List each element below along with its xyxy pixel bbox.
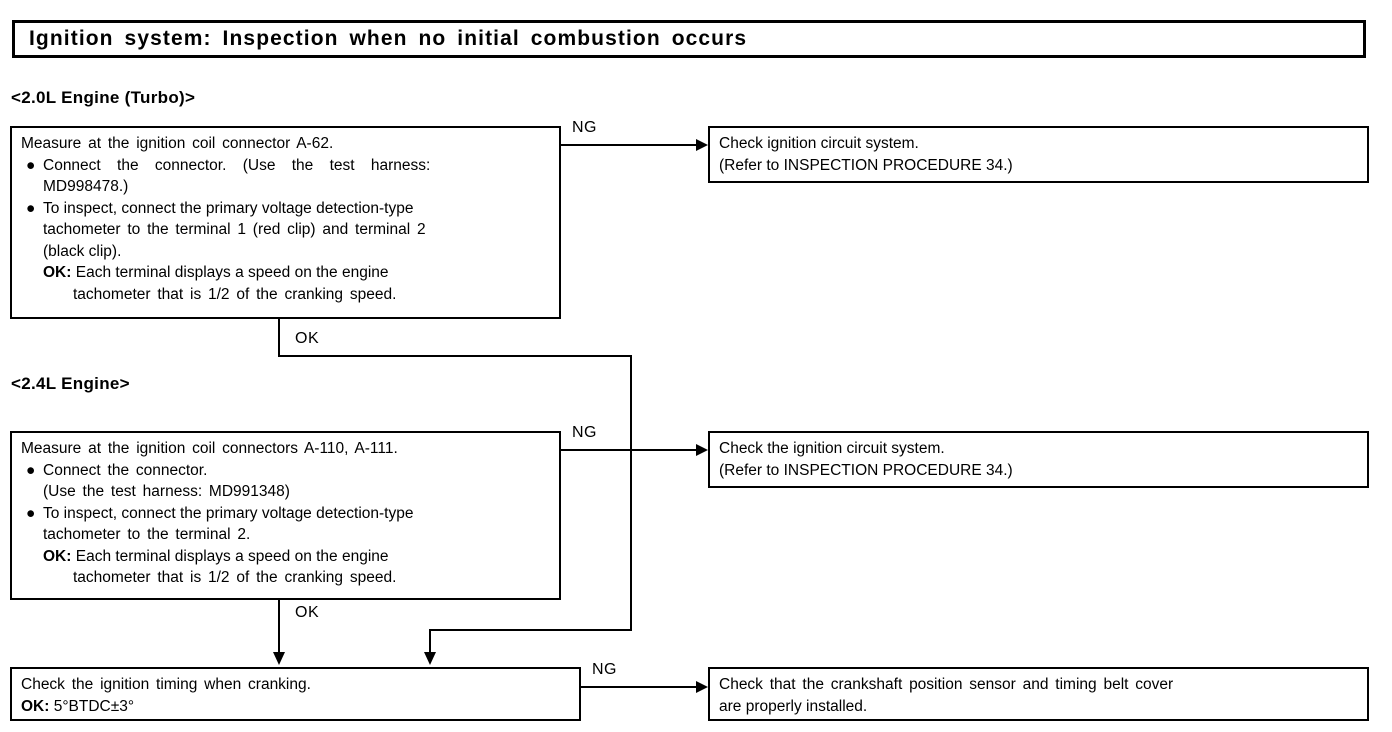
box-check-ignition-timing: Check the ignition timing when cranking.… [10,667,581,721]
connector-ok-2-4l-vert [278,600,280,653]
box-measure-2-0l: Measure at the ignition coil connector A… [10,126,561,319]
timing-ng-line2: are properly installed. [719,697,868,715]
measure-2-0l-b2-line2: tachometer to the terminal 1 (red clip) … [43,221,426,238]
bullet-icon: ● [26,461,36,479]
connector-ng-timing-arrow [696,681,708,693]
measure-2-0l-ok-row: OK: Each terminal displays a speed on th… [43,262,551,284]
section-heading-2-4l: <2.4L Engine> [11,374,130,393]
measure-2-0l-bullet-1: ● Connect the connector. (Use the test h… [21,155,551,198]
measure-2-4l-b1-line1: Connect the connector. [43,461,208,479]
ok-label: OK: [43,547,72,565]
measure-2-0l-line1: Measure at the ignition coil connector A… [21,135,334,152]
bullet-1-body: Connect the connector. (Use the test har… [43,155,551,198]
measure-2-0l-b2-line1: To inspect, connect the primary voltage … [43,199,414,217]
ng-2-0l-line1: Check ignition circuit system. [719,135,919,152]
timing-line1: Check the ignition timing when cranking. [21,676,311,693]
measure-2-4l-ok-line2: tachometer that is 1/2 of the cranking s… [73,569,397,586]
measure-2-4l-b2-line2: tachometer to the terminal 2. [43,526,251,543]
measure-2-4l-line1: Measure at the ignition coil connectors … [21,440,398,457]
edge-label-ng-timing: NG [592,661,617,678]
timing-ok-row: OK: 5°BTDC±3° [21,696,571,718]
connector-ng-2-0l-arrow [696,139,708,151]
measure-2-0l-b2-line3: (black clip). [43,242,122,260]
page-title-bar: Ignition system: Inspection when no init… [12,20,1366,58]
connector-ng-2-0l-line [561,144,696,146]
connector-ok-2-0l-horiz [278,355,632,357]
ng-2-0l-line2: (Refer to INSPECTION PROCEDURE 34.) [719,156,1013,174]
measure-2-0l-bullet-2: ● To inspect, connect the primary voltag… [21,198,551,306]
timing-ng-line1: Check that the crankshaft position senso… [719,676,1174,693]
page-title: Ignition system: Inspection when no init… [29,27,748,50]
connector-ok-2-0l-vert-2 [630,355,632,631]
measure-2-0l-b1-line1: Connect the connector. (Use the test har… [43,156,431,174]
ok-label: OK: [43,264,72,281]
bullet-icon: ● [26,504,36,522]
timing-ok-value: 5°BTDC±3° [53,697,135,715]
measure-2-0l-b1-line2: MD998478.) [43,178,129,195]
connector-ok-2-0l-horiz-2 [429,629,632,631]
bullet-2-body: To inspect, connect the primary voltage … [43,198,551,306]
connector-ok-2-4l-arrow [273,652,285,665]
bullet-icon: ● [26,156,36,174]
connector-ok-2-0l-vert-3 [429,629,431,653]
box-check-ignition-circuit-2-0l: Check ignition circuit system. (Refer to… [708,126,1369,183]
edge-label-ng-2-4l: NG [572,424,597,441]
connector-ok-2-0l-vert-1 [278,319,280,357]
box-measure-2-4l: Measure at the ignition coil connectors … [10,431,561,600]
bullet-icon: ● [26,199,36,217]
measure-2-4l-b2-line1: To inspect, connect the primary voltage … [43,504,414,522]
ok-label: OK: [21,697,50,715]
measure-2-0l-ok-line2: tachometer that is 1/2 of the cranking s… [73,285,397,303]
connector-ng-2-4l-arrow [696,444,708,456]
measure-2-4l-ok-row: OK: Each terminal displays a speed on th… [43,546,551,568]
bullet-1-body: Connect the connector. (Use the test har… [43,460,551,503]
ng-2-4l-line2: (Refer to INSPECTION PROCEDURE 34.) [719,461,1013,479]
measure-2-0l-ok-line1: Each terminal displays a speed on the en… [75,264,389,281]
box-check-ignition-circuit-2-4l: Check the ignition circuit system. (Refe… [708,431,1369,488]
connector-ng-2-4l-line [561,449,696,451]
measure-2-4l-bullet-2: ● To inspect, connect the primary voltag… [21,503,551,589]
edge-label-ok-2-4l: OK [295,604,320,621]
connector-ng-timing-line [581,686,696,688]
measure-2-4l-bullet-1: ● Connect the connector. (Use the test h… [21,460,551,503]
ng-2-4l-line1: Check the ignition circuit system. [719,440,945,457]
edge-label-ok-2-0l: OK [295,330,320,347]
connector-ok-2-0l-arrow [424,652,436,665]
box-check-crankshaft-sensor: Check that the crankshaft position senso… [708,667,1369,721]
bullet-2-body: To inspect, connect the primary voltage … [43,503,551,589]
measure-2-4l-ok-line1: Each terminal displays a speed on the en… [75,547,389,565]
edge-label-ng-2-0l: NG [572,119,597,136]
section-heading-2-0l: <2.0L Engine (Turbo)> [11,88,196,107]
measure-2-4l-b1-line2: (Use the test harness: MD991348) [43,483,290,500]
